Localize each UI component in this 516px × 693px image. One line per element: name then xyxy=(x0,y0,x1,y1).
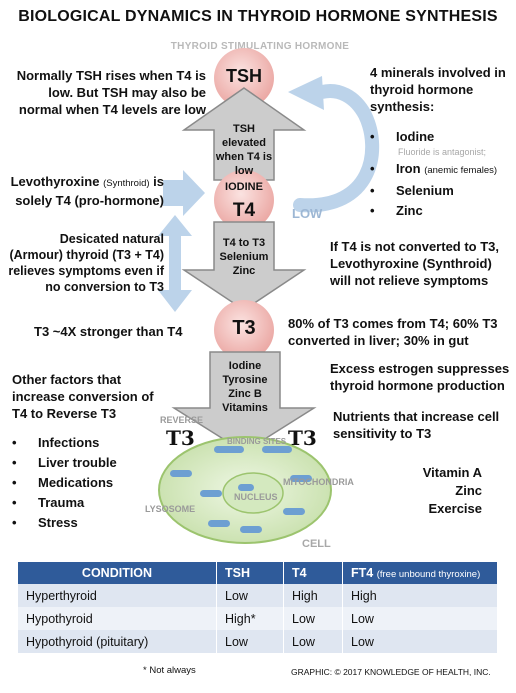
col-header-condition: CONDITION xyxy=(18,562,217,584)
t3-down-arrow xyxy=(171,351,317,453)
cell-condition: Hypothyroid (pituitary) xyxy=(18,630,217,653)
tsh-circle xyxy=(214,48,274,108)
fluoride-note: Fluoride is antagonist; xyxy=(398,147,487,157)
levo-blue-arrow xyxy=(163,170,205,216)
receptor xyxy=(208,520,230,527)
credit-line: GRAPHIC: © 2017 KNOWLEDGE OF HEALTH, INC… xyxy=(291,667,491,677)
condition-table: CONDITION TSH T4 FT4 (free unbound thyro… xyxy=(18,562,498,653)
t3-down-text: Iodine Tyrosine Zinc B Vitamins xyxy=(222,360,268,414)
not-converted-note: If T4 is not converted to T3, Levothyrox… xyxy=(330,239,500,288)
estrogen-note: Excess estrogen suppresses thyroid hormo… xyxy=(330,361,510,393)
list-item: •Zinc xyxy=(370,203,423,218)
table-row: Hyperthyroid Low High High xyxy=(18,584,498,607)
levo-note-c: is solely T4 (pro-hormone) xyxy=(15,174,164,208)
levo-note: Levothyroxine (Synthroid) is solely T4 (… xyxy=(6,173,164,209)
list-item: Zinc xyxy=(455,483,482,498)
cell-ft4: High xyxy=(342,584,498,607)
cell-ft4: Low xyxy=(342,607,498,630)
eighty-pct-note: 80% of T3 comes from T4; 60% T3 converte… xyxy=(288,316,498,348)
receptor xyxy=(262,446,292,453)
list-item: •Liver trouble xyxy=(12,455,117,470)
armour-double-arrow xyxy=(158,215,192,312)
t4-circle xyxy=(214,170,274,230)
table-row: Hypothyroid (pituitary) Low Low Low xyxy=(18,630,498,653)
nucleus-shape xyxy=(222,472,284,514)
list-item: •Stress xyxy=(12,515,78,530)
cell-t4: High xyxy=(283,584,343,607)
t3-strength-note: T3 ~4X stronger than T4 xyxy=(34,324,183,339)
list-item: •Selenium xyxy=(370,183,454,198)
other-factors-list: •Infections •Liver trouble •Medications … xyxy=(12,433,152,533)
cell-t4: Low xyxy=(283,630,343,653)
tsh-full-label: THYROID STIMULATING HORMONE xyxy=(170,41,350,52)
receptor xyxy=(214,446,244,453)
list-item: •Medications xyxy=(12,475,114,490)
feedback-arrowhead xyxy=(288,76,324,110)
table-row: Hypothyroid High* Low Low xyxy=(18,607,498,630)
cell-ft4: Low xyxy=(342,630,498,653)
levo-note-b: (Synthroid) xyxy=(103,178,150,189)
tsh-arrow-text: TSH elevated when T4 is low xyxy=(215,123,273,177)
iodine-circle-label: IODINE xyxy=(225,181,263,193)
t4-circle-label: T4 xyxy=(232,200,256,221)
receptor xyxy=(240,526,262,533)
receptor xyxy=(170,470,192,477)
mitochondria-label: MITOCHONDRIA xyxy=(283,477,354,487)
nutrient-list: Vitamin A Zinc Exercise xyxy=(400,464,482,518)
tsh-circle-label: TSH xyxy=(226,66,262,86)
levo-note-a: Levothyroxine xyxy=(10,174,100,189)
low-label: LOW xyxy=(292,206,323,221)
receptor xyxy=(283,508,305,515)
receptor xyxy=(290,475,312,482)
col-header-tsh: TSH xyxy=(216,562,284,584)
nutrients-note: Nutrients that increase cell sensitivity… xyxy=(333,409,500,441)
footnote: * Not always xyxy=(143,665,196,676)
list-item: Vitamin A xyxy=(422,465,482,480)
t4-to-t3-text: T4 to T3 Selenium Zinc xyxy=(219,237,269,277)
t3-cell-label: T3 xyxy=(288,426,317,450)
t4-to-t3-arrow xyxy=(181,221,307,311)
minerals-heading: 4 minerals involved in thyroid hormone s… xyxy=(370,65,506,114)
t3-circle-label: T3 xyxy=(232,317,256,339)
page-title: BIOLOGICAL DYNAMICS IN THYROID HORMONE S… xyxy=(18,8,498,25)
feedback-curve-arrow xyxy=(293,84,380,213)
receptor xyxy=(238,484,254,491)
list-item: •Iron (anemic females) xyxy=(370,161,498,176)
other-factors-heading: Other factors that increase conversion o… xyxy=(12,372,154,421)
cell-t4: Low xyxy=(283,607,343,630)
cell-label: CELL xyxy=(302,538,331,550)
cell-tsh: Low xyxy=(216,584,284,607)
list-item: Exercise xyxy=(428,501,483,516)
col-header-ft4: FT4 (free unbound thyroxine) xyxy=(342,562,498,584)
lysosome-label: LYSOSOME xyxy=(145,504,196,514)
cell-tsh: High* xyxy=(216,607,284,630)
col-header-t4: T4 xyxy=(283,562,343,584)
list-item: •Trauma xyxy=(12,495,85,510)
table-header-row: CONDITION TSH T4 FT4 (free unbound thyro… xyxy=(18,562,498,584)
reverse-t3-label: T3 xyxy=(166,426,195,450)
minerals-list: •Iodine Fluoride is antagonist; •Iron (a… xyxy=(370,127,514,221)
cell-condition: Hyperthyroid xyxy=(18,584,217,607)
list-item: •Infections xyxy=(12,435,100,450)
armour-note: Desicated natural (Armour) thyroid (T3 +… xyxy=(8,232,164,294)
cell-tsh: Low xyxy=(216,630,284,653)
t3-circle xyxy=(214,300,274,360)
cell-condition: Hypothyroid xyxy=(18,607,217,630)
receptor xyxy=(200,490,222,497)
list-item: •Iodine xyxy=(370,129,435,144)
tsh-note: Normally TSH rises when T4 is low. But T… xyxy=(16,68,206,117)
binding-sites-label: BINDING SITES xyxy=(227,437,287,446)
nucleus-label: NUCLEUS xyxy=(234,492,278,502)
reverse-label: REVERSE xyxy=(160,415,204,425)
